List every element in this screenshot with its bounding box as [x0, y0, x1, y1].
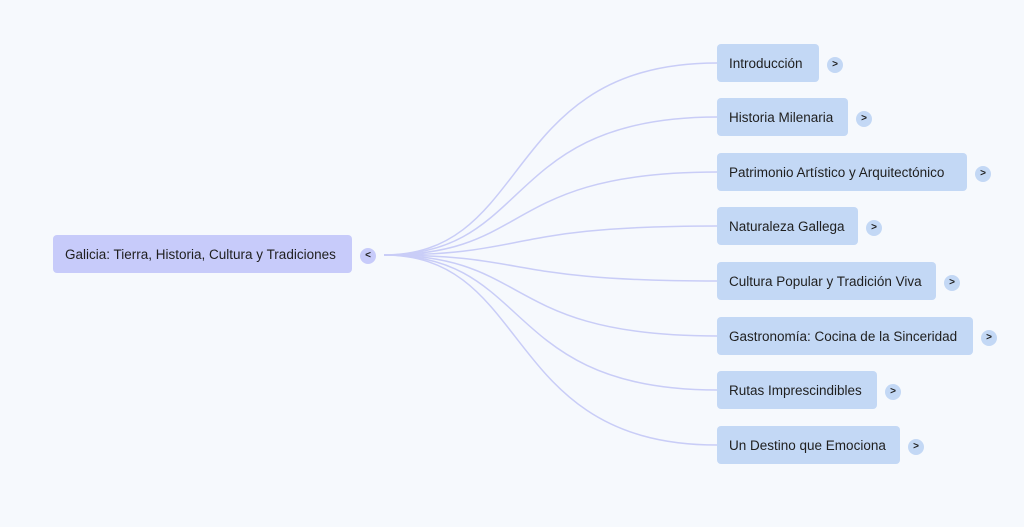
- expand-chevron-icon: >: [980, 168, 986, 179]
- expand-toggle-cultura-popular[interactable]: >: [944, 275, 960, 291]
- child-node-label: Introducción: [729, 55, 803, 71]
- link-7: [383, 254, 718, 446]
- child-node-rutas[interactable]: Rutas Imprescindibles: [717, 371, 877, 409]
- expand-toggle-destino[interactable]: >: [908, 439, 924, 455]
- expand-chevron-icon: >: [949, 277, 955, 288]
- expand-chevron-icon: >: [861, 113, 867, 124]
- collapse-chevron-icon: <: [365, 250, 371, 261]
- expand-toggle-introduccion[interactable]: >: [827, 57, 843, 73]
- child-node-label: Un Destino que Emociona: [729, 437, 886, 453]
- link-5: [383, 254, 718, 337]
- child-node-destino[interactable]: Un Destino que Emociona: [717, 426, 900, 464]
- root-node-label: Galicia: Tierra, Historia, Cultura y Tra…: [65, 246, 336, 262]
- expand-toggle-naturaleza[interactable]: >: [866, 220, 882, 236]
- child-node-label: Patrimonio Artístico y Arquitectónico: [729, 164, 945, 180]
- root-collapse-toggle[interactable]: <: [360, 248, 376, 264]
- expand-chevron-icon: >: [871, 222, 877, 233]
- child-node-patrimonio[interactable]: Patrimonio Artístico y Arquitectónico: [717, 153, 967, 191]
- expand-toggle-patrimonio[interactable]: >: [975, 166, 991, 182]
- link-4: [383, 254, 718, 282]
- link-1: [383, 116, 718, 256]
- child-node-label: Rutas Imprescindibles: [729, 382, 862, 398]
- expand-toggle-rutas[interactable]: >: [885, 384, 901, 400]
- link-6: [383, 254, 718, 391]
- root-node[interactable]: Galicia: Tierra, Historia, Cultura y Tra…: [53, 235, 352, 273]
- expand-toggle-historia-milenaria[interactable]: >: [856, 111, 872, 127]
- link-3: [383, 225, 718, 256]
- child-node-cultura-popular[interactable]: Cultura Popular y Tradición Viva: [717, 262, 936, 300]
- expand-toggle-gastronomia[interactable]: >: [981, 330, 997, 346]
- expand-chevron-icon: >: [986, 332, 992, 343]
- child-node-label: Gastronomía: Cocina de la Sinceridad: [729, 328, 958, 344]
- link-0: [383, 62, 718, 256]
- child-node-historia-milenaria[interactable]: Historia Milenaria: [717, 98, 848, 136]
- child-node-gastronomia[interactable]: Gastronomía: Cocina de la Sinceridad: [717, 317, 973, 355]
- child-node-label: Historia Milenaria: [729, 109, 834, 125]
- link-2: [383, 171, 718, 256]
- expand-chevron-icon: >: [890, 386, 896, 397]
- expand-chevron-icon: >: [832, 59, 838, 70]
- child-node-naturaleza[interactable]: Naturaleza Gallega: [717, 207, 858, 245]
- child-node-label: Naturaleza Gallega: [729, 218, 845, 234]
- child-node-label: Cultura Popular y Tradición Viva: [729, 273, 922, 289]
- expand-chevron-icon: >: [913, 441, 919, 452]
- child-node-introduccion[interactable]: Introducción: [717, 44, 819, 82]
